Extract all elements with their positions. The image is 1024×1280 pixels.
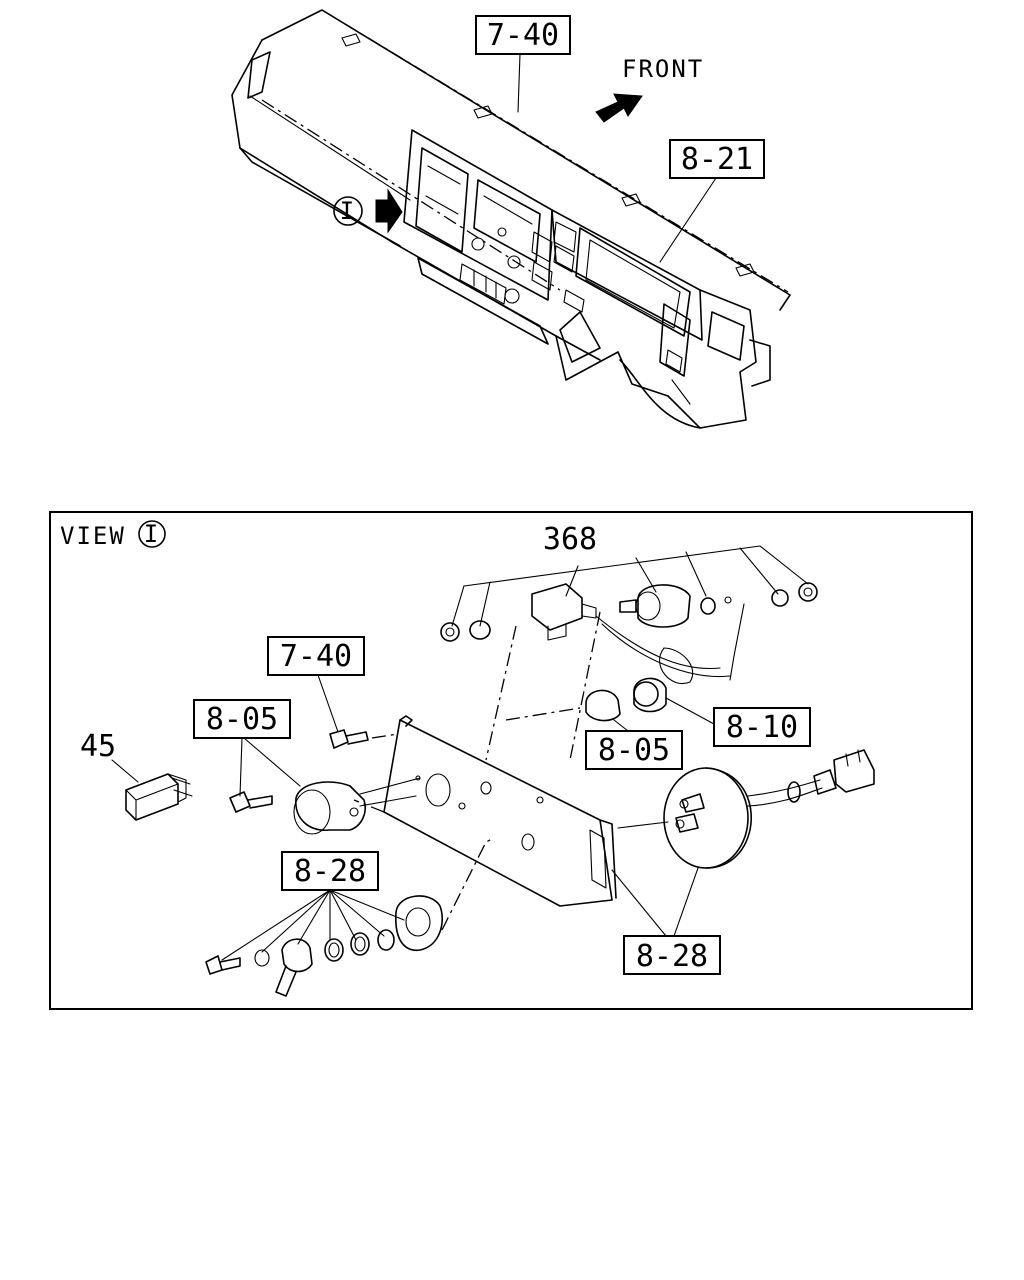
view-arrow-icon	[375, 188, 403, 234]
svg-text:7-40: 7-40	[280, 639, 352, 674]
svg-text:8-10: 8-10	[726, 710, 798, 745]
cigar-lighter-assembly: 8-28	[611, 749, 875, 975]
bolt-head-icon	[329, 729, 349, 749]
lighter-plug	[833, 749, 875, 793]
svg-text:45: 45	[80, 729, 116, 764]
callout-dashboard: 7-40	[475, 15, 571, 113]
view-marker-top: I	[333, 188, 403, 234]
svg-text:8-28: 8-28	[636, 939, 708, 974]
kit-screw-icon	[205, 955, 223, 975]
callout-screw: 8-05	[193, 699, 421, 835]
dashboard-illustration	[231, 9, 791, 429]
svg-text:7-40: 7-40	[487, 18, 559, 53]
mounting-bracket	[353, 715, 617, 907]
switch-body	[637, 584, 691, 628]
svg-text:368: 368	[543, 522, 597, 557]
svg-text:I: I	[340, 197, 356, 225]
svg-text:8-28: 8-28	[294, 854, 366, 889]
view-frame	[49, 511, 973, 1010]
svg-text:8-21: 8-21	[681, 142, 753, 177]
front-label: FRONT	[622, 55, 704, 83]
callout-bolt: 7-40	[267, 636, 399, 749]
svg-text:8-05: 8-05	[598, 733, 670, 768]
connector-45: 45	[80, 729, 193, 821]
front-arrow-icon	[595, 93, 643, 123]
svg-text:I: I	[144, 520, 160, 548]
callout-instrument-cluster: 8-21	[659, 139, 765, 263]
lighter-kit: 8-28	[205, 837, 495, 997]
harness-368: 368	[440, 522, 818, 761]
screw-head-icon	[229, 791, 251, 813]
front-indicator: FRONT	[595, 55, 704, 123]
svg-text:VIEW: VIEW	[60, 522, 126, 550]
harness-connector	[531, 583, 583, 631]
svg-text:8-05: 8-05	[206, 702, 278, 737]
view-title: VIEW I	[60, 520, 166, 550]
bulb-socket-left	[295, 781, 366, 831]
bulb-assembly: 8-05 8-10	[505, 677, 811, 770]
